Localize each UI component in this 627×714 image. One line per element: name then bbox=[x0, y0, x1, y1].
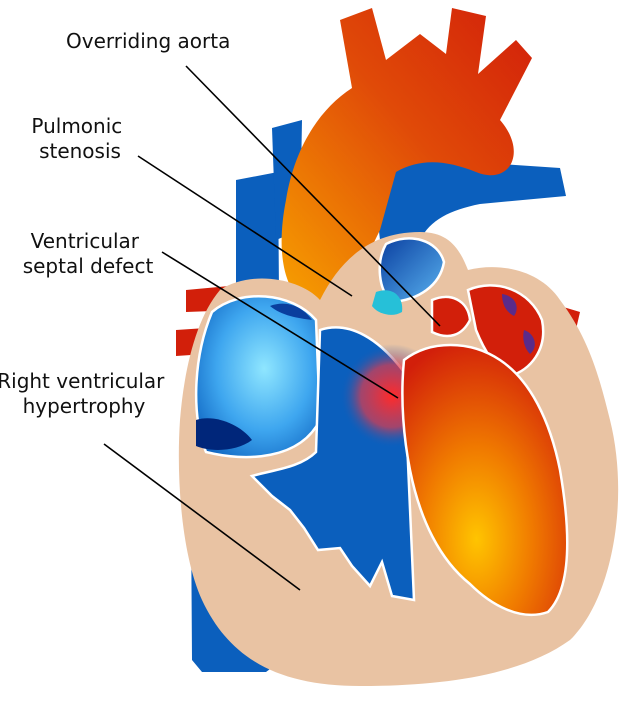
left-ventricle bbox=[401, 343, 569, 617]
label-ventricular-septal-defect: Ventricular septal defect bbox=[23, 229, 154, 278]
label-right-ventricular-hypertrophy: Right ventricular hypertrophy bbox=[0, 369, 171, 418]
right-atrium bbox=[194, 295, 322, 459]
left-atrium bbox=[430, 284, 545, 378]
pulmonary-valve bbox=[372, 237, 446, 315]
leader-pulmonic-stenosis bbox=[137, 155, 353, 297]
labels: Overriding aorta Pulmonic stenosis Ventr… bbox=[0, 29, 230, 418]
leader-lines bbox=[103, 65, 441, 591]
leader-ventricular-septal-defect bbox=[161, 251, 399, 399]
label-pulmonic-stenosis: Pulmonic stenosis bbox=[31, 114, 128, 163]
leader-right-ventricular-hypertrophy bbox=[103, 443, 301, 591]
leader-overriding-aorta bbox=[185, 65, 441, 327]
label-overriding-aorta: Overriding aorta bbox=[66, 29, 230, 53]
